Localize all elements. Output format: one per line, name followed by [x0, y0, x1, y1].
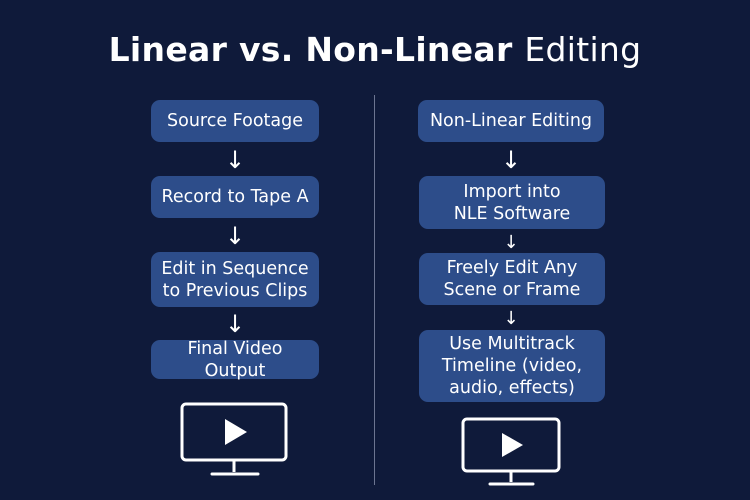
- linear-step-record-to-tape: Record to Tape A: [151, 176, 319, 218]
- nonlinear-step-import: Import into NLE Software: [419, 176, 605, 229]
- down-arrow-icon: ↓: [501, 146, 522, 174]
- down-arrow-icon: ↓: [225, 222, 246, 250]
- monitor-play-icon: [461, 417, 563, 489]
- nonlinear-step-label: Non-Linear Editing: [429, 111, 593, 131]
- down-arrow-icon: ↓: [225, 146, 246, 174]
- nonlinear-step-label: Use Multitrack Timeline (video, audio, e…: [441, 334, 583, 398]
- nonlinear-step-multitrack: Use Multitrack Timeline (video, audio, e…: [419, 330, 605, 402]
- linear-step-edit-in-sequence: Edit in Sequence to Previous Clips: [151, 252, 319, 307]
- linear-step-label: Record to Tape A: [161, 187, 309, 207]
- down-arrow-icon: ↓: [503, 232, 519, 253]
- linear-step-final-output: Final Video Output: [151, 338, 319, 381]
- nonlinear-step-label: Import into NLE Software: [453, 181, 571, 224]
- nonlinear-step-title: Non-Linear Editing: [418, 100, 604, 142]
- nonlinear-step-label: Freely Edit Any Scene or Frame: [443, 258, 581, 300]
- down-arrow-icon: ↓: [503, 308, 519, 329]
- title-bold: Linear vs. Non-Linear: [108, 30, 513, 69]
- down-arrow-icon: ↓: [225, 310, 246, 338]
- linear-step-label: Source Footage: [167, 111, 303, 131]
- linear-step-label: Edit in Sequence to Previous Clips: [161, 258, 309, 301]
- title-light: Editing: [524, 30, 642, 69]
- linear-step-label: Final Video Output: [187, 338, 283, 381]
- linear-step-source-footage: Source Footage: [151, 100, 319, 142]
- column-divider: [374, 95, 375, 485]
- nonlinear-step-freely-edit: Freely Edit Any Scene or Frame: [419, 253, 605, 305]
- diagram-title: Linear vs. Non-Linear Editing: [0, 30, 750, 69]
- monitor-play-icon: [180, 402, 290, 480]
